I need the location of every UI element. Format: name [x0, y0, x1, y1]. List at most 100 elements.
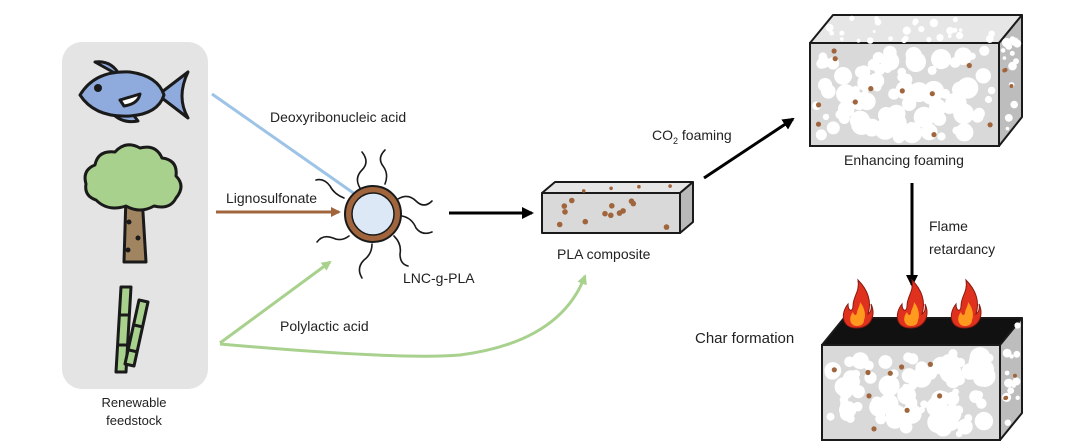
composite-particles: [556, 184, 672, 230]
sugarcane-icon: [114, 285, 150, 374]
foam-pore: [897, 72, 906, 82]
foam-pore: [867, 58, 880, 71]
polylactic-acid-label: Polylactic acid: [280, 318, 369, 334]
foam-pore: [947, 34, 952, 38]
foam-pore: [815, 129, 827, 141]
foam-pores-front: [812, 45, 996, 144]
foam-pore: [871, 396, 883, 408]
foam-pore: [878, 355, 893, 369]
foam-pore: [1004, 114, 1013, 122]
foam-pore: [908, 55, 924, 71]
filler-particle: [871, 426, 877, 432]
foam-pore: [964, 414, 973, 423]
foam-pore: [932, 111, 947, 126]
pla-to-composite-arrow: [219, 274, 587, 358]
foam-pore: [897, 385, 916, 405]
filler-particle: [561, 203, 568, 209]
foam-pore: [880, 51, 900, 71]
co2-foaming-label: CO2 foaming: [652, 127, 732, 146]
filler-particle: [602, 210, 608, 217]
foam-pore: [856, 38, 861, 43]
foam-pore: [821, 84, 836, 99]
filler-particle: [887, 370, 893, 376]
foam-pore: [902, 26, 911, 35]
foam-pore: [826, 412, 835, 421]
pla-composite-label: PLA composite: [557, 246, 651, 262]
filler-particle: [831, 367, 837, 373]
foam-pore: [1012, 377, 1021, 386]
filler-particle: [815, 121, 822, 127]
flame-label-line2: retardancy: [929, 241, 995, 257]
foam-pore: [979, 45, 990, 56]
flame-icon: [950, 278, 982, 329]
flame-icon: [842, 278, 874, 329]
foam-pore: [954, 47, 972, 65]
foam-pore: [1007, 387, 1015, 394]
filler-particle: [904, 407, 910, 413]
foam-pore: [931, 49, 952, 70]
lignosulfonate-label: Lignosulfonate: [226, 190, 317, 206]
filler-particle: [637, 184, 641, 189]
filler-particle: [582, 218, 589, 225]
foam-pore: [952, 17, 959, 23]
foam-pore: [844, 356, 855, 368]
pla-composite-block: [541, 181, 694, 234]
foam-pore: [822, 113, 830, 121]
foam-pore: [984, 95, 993, 104]
filler-particle: [609, 203, 615, 209]
lnc-particle: [315, 149, 433, 279]
foam-pore: [903, 352, 914, 363]
feedstock-label-line2: feedstock: [106, 413, 162, 428]
foam-pore: [936, 34, 944, 42]
filler-particle: [937, 393, 943, 399]
filler-particle: [668, 184, 672, 188]
foam-pore: [1001, 37, 1012, 48]
foam-pore: [851, 385, 865, 399]
foam-pore: [1013, 39, 1022, 48]
filler-particle: [816, 102, 822, 108]
filler-particle: [931, 132, 937, 138]
foam-pore: [974, 411, 994, 431]
foam-pore: [874, 77, 882, 84]
foam-pore: [946, 26, 954, 35]
foam-pore: [874, 16, 879, 22]
filler-particle: [581, 189, 586, 193]
dna-label: Deoxyribonucleic acid: [270, 109, 406, 125]
foam-pore: [839, 406, 855, 422]
foam-pore: [940, 88, 951, 99]
enhancing-foam-block: [809, 14, 1023, 147]
foam-pores-top: [825, 15, 995, 44]
foam-pore: [959, 28, 963, 32]
foam-pore: [971, 110, 984, 123]
foam-pore: [946, 374, 961, 389]
foam-pore: [1009, 354, 1014, 359]
foam-pore: [907, 122, 921, 136]
foam-pore: [987, 86, 996, 95]
foam-pore: [1002, 56, 1007, 60]
foam-pore: [847, 371, 856, 380]
filler-particle: [1009, 84, 1014, 88]
filler-particle: [852, 99, 858, 105]
filler-particle: [663, 224, 670, 230]
foam-pore: [885, 404, 907, 426]
filler-particle: [562, 209, 568, 215]
foam-pore: [945, 92, 967, 115]
foam-pore: [817, 56, 830, 69]
foam-pore: [1013, 350, 1021, 358]
foam-pore: [956, 31, 964, 40]
foam-pore: [1005, 126, 1010, 131]
foam-pore: [974, 359, 995, 380]
foam-pore: [885, 112, 907, 134]
foam-pore: [901, 37, 907, 44]
fish-icon: [78, 60, 190, 124]
foam-pore: [912, 20, 917, 26]
foam-pore: [976, 398, 987, 409]
foam-pore: [834, 67, 852, 85]
char-foam-block: [821, 317, 1023, 441]
foam-pore: [952, 126, 961, 135]
filler-particle: [1003, 396, 1008, 401]
foam-pore: [1004, 419, 1011, 426]
filler-particle: [630, 200, 637, 207]
filler-particle: [966, 62, 972, 69]
